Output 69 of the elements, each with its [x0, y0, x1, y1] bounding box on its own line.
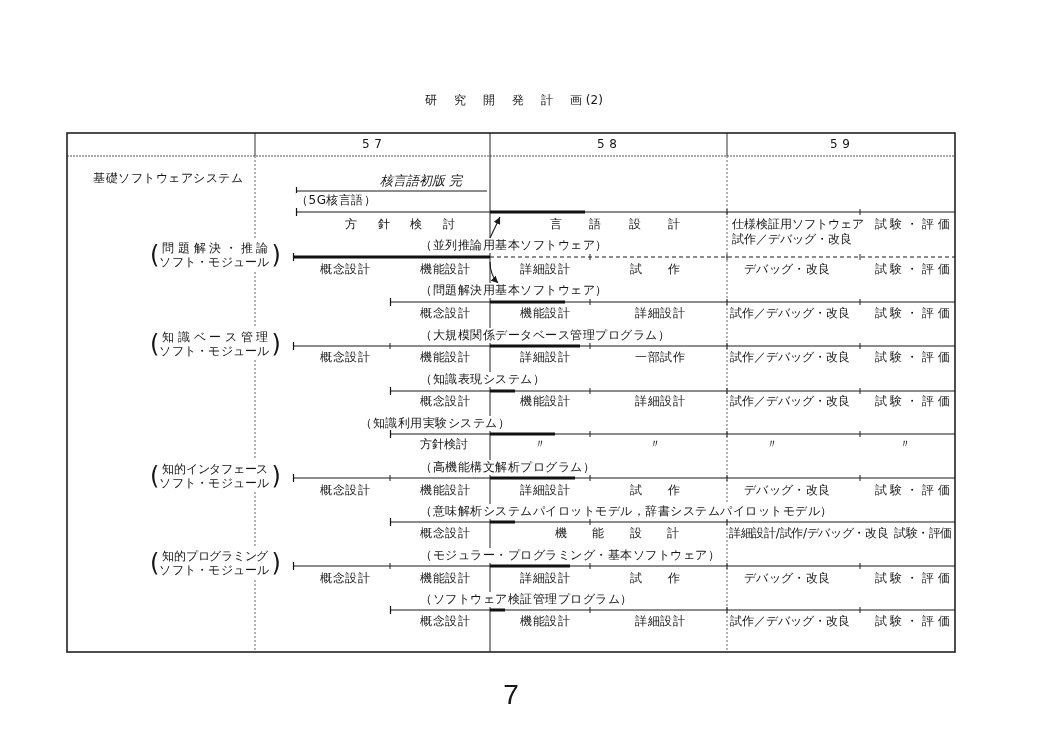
phase-label: 試作／デバッグ・改良: [730, 350, 850, 365]
page-number: 7: [503, 679, 519, 711]
phase-label: 概念設計: [420, 306, 470, 321]
phase-label: 機能設計: [420, 262, 470, 277]
phase-label: 機能設計: [420, 483, 470, 498]
phase-label: 試験・評価: [874, 262, 950, 277]
year-header: 59: [830, 137, 850, 152]
timeline-bar: （モジュラー・プログラミング・基本ソフトウェア）: [293, 548, 955, 571]
phase-label: 機能設計: [520, 306, 570, 321]
phase-label: 詳細設計: [635, 306, 685, 321]
phase-label: デバッグ・改良: [744, 483, 830, 498]
phase-label: 概念設計: [420, 394, 470, 409]
phase-label: デバッグ・改良: [744, 571, 830, 586]
phase-label: 詳細設計: [635, 394, 685, 409]
timeline-bar: （知識表現システム）: [390, 372, 955, 396]
phase-label: 詳細設計: [520, 571, 570, 586]
phase-label: 試験・評価: [874, 571, 950, 586]
section-heading: 基礎ソフトウェアシステム: [93, 171, 243, 186]
phase-label: 試験・評価: [894, 526, 952, 541]
phase-label: 〃: [899, 437, 911, 452]
timeline-bar: （意味解析システムパイロットモデル，辞書システムパイロットモデル）: [390, 504, 955, 527]
phase-label: 試作: [630, 571, 680, 586]
phase-label: 詳細設計: [520, 350, 570, 365]
phase-label: 試作／デバッグ・改良: [730, 394, 850, 409]
phase-label: デバッグ・改良: [744, 262, 830, 277]
phase-label: 一部試作: [635, 350, 685, 365]
phase-label: 詳細設計/試作/デバッグ・改良: [729, 526, 889, 541]
phase-label: 概念設計: [320, 350, 370, 365]
phase-label: 試験・評価: [874, 217, 950, 232]
phase-label: 機能設計: [554, 526, 680, 541]
phase-label: 〃: [534, 437, 546, 452]
year-header: 57: [362, 137, 382, 152]
phase-label: 試験・評価: [874, 394, 950, 409]
phase-label: 方針検討: [345, 217, 455, 232]
timeline-bar: （5G核言語）: [296, 193, 955, 217]
phase-label: 概念設計: [320, 571, 370, 586]
phase-label: 詳細設計: [635, 614, 685, 629]
phase-label: 機能設計: [420, 571, 470, 586]
phase-label: 試験・評価: [874, 350, 950, 365]
timeline-bar: （問題解決用基本ソフトウェア）: [390, 283, 955, 307]
phase-label: 方針検討: [420, 437, 468, 452]
phase-label: 概念設計: [320, 483, 370, 498]
phase-label: 詳細設計: [520, 483, 570, 498]
phase-label: 概念設計: [420, 526, 470, 541]
phase-label: 〃: [766, 437, 778, 452]
phase-label: 試作／デバッグ・改良: [730, 306, 850, 321]
phase-label: 機能設計: [520, 614, 570, 629]
timeline-bar: （ソフトウェア検証管理プログラム）: [390, 592, 955, 615]
phase-label: 言語設計: [550, 217, 680, 232]
phase-label: 概念設計: [420, 614, 470, 629]
timeline-bar: （大規模関係データベース管理プログラム）: [293, 328, 955, 351]
timeline-bar: （知識利用実験システム）: [360, 416, 955, 439]
phase-label: 試作: [630, 483, 680, 498]
phase-label: 機能設計: [420, 350, 470, 365]
year-header: 58: [597, 137, 617, 152]
phase-label: 試験・評価: [874, 306, 950, 321]
phase-label: 試験・評価: [874, 483, 950, 498]
phase-label: 概念設計: [320, 262, 370, 277]
arrow: [489, 216, 501, 239]
phase-label: 試作: [630, 262, 680, 277]
arrow: [489, 261, 499, 284]
page-title: 研究開発計画 (2): [425, 93, 603, 108]
phase-label: 試験・評価: [874, 614, 950, 629]
phase-label: 試作／デバッグ・改良: [730, 614, 850, 629]
phase-label: 詳細設計: [520, 262, 570, 277]
phase-label: 〃: [649, 437, 661, 452]
timeline-bar: （高機能構文解析プログラム）: [293, 460, 955, 483]
phase-label: 機能設計: [520, 394, 570, 409]
phase-label: 仕様検証用ソフトウェア試作／デバッグ・改良: [732, 217, 865, 247]
